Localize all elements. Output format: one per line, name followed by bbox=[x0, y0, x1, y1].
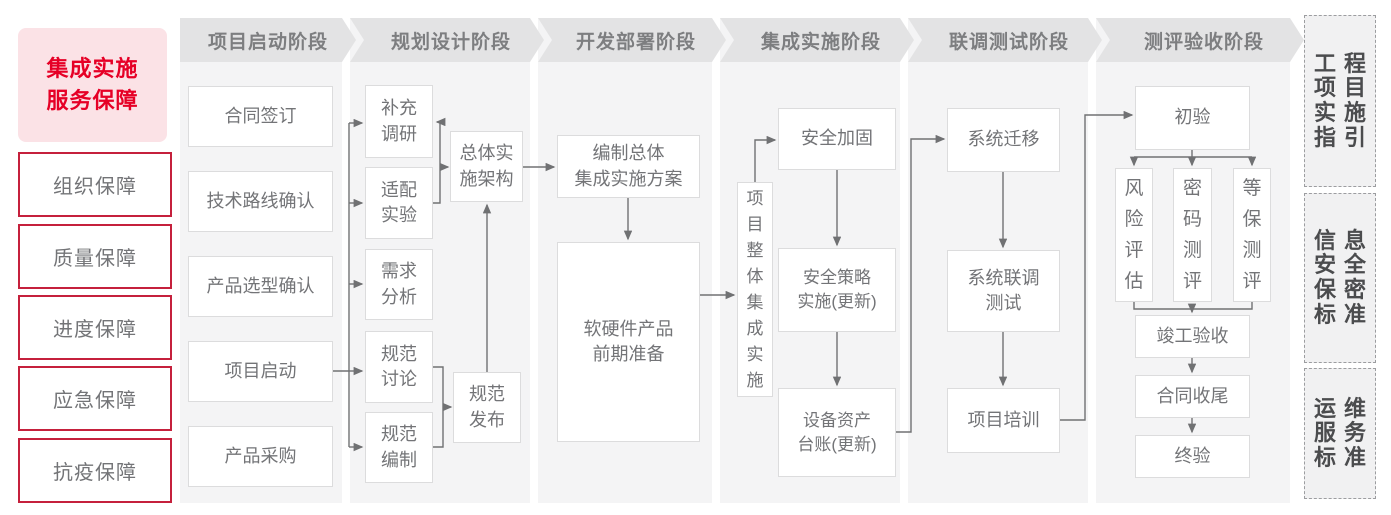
guarantee-item-quality: 质量保障 bbox=[18, 224, 172, 289]
standard-line: 实施 bbox=[1313, 100, 1374, 125]
vertical-text: 项目整体集成实施 bbox=[746, 188, 764, 390]
standard-line: 标准 bbox=[1313, 444, 1374, 470]
box-tech-route-confirm: 技术路线确认 bbox=[188, 171, 333, 232]
box-overall-implementation-architecture: 总体实 施架构 bbox=[450, 131, 523, 202]
box-risk-assessment: 风险评估 bbox=[1115, 168, 1153, 302]
diagram-title: 集成实施 服务保障 bbox=[18, 28, 167, 142]
box-product-selection-confirm: 产品选型确认 bbox=[188, 256, 333, 317]
phase-header-planning: 规划设计阶段 bbox=[350, 18, 544, 62]
box-supplementary-research: 补充 调研 bbox=[365, 85, 433, 158]
standard-line: 指引 bbox=[1313, 124, 1374, 150]
guarantee-item-epidemic: 抗疫保障 bbox=[18, 438, 172, 503]
box-completion-acceptance: 竣工验收 bbox=[1135, 315, 1250, 358]
box-security-policy: 安全策略 实施(更新) bbox=[778, 248, 896, 332]
standard-line: 信息 bbox=[1313, 227, 1374, 253]
standard-line: 工程 bbox=[1313, 50, 1374, 76]
vertical-text: 风险评估 bbox=[1124, 178, 1144, 292]
vertical-text: 密码测评 bbox=[1182, 178, 1202, 292]
standard-line: 运维 bbox=[1313, 395, 1374, 421]
box-product-procurement: 产品采购 bbox=[188, 426, 333, 487]
guarantee-item-schedule: 进度保障 bbox=[18, 295, 172, 360]
standard-line: 服务 bbox=[1313, 420, 1374, 446]
phase-header-acceptance: 测评验收阶段 bbox=[1096, 18, 1304, 62]
box-project-training: 项目培训 bbox=[947, 388, 1060, 453]
standard-line: 标准 bbox=[1313, 301, 1374, 327]
box-security-hardening: 安全加固 bbox=[778, 108, 896, 170]
box-classified-protection-evaluation: 等保测评 bbox=[1233, 168, 1271, 302]
standard-line: 安全 bbox=[1313, 252, 1374, 278]
standard-line: 保密 bbox=[1313, 277, 1374, 302]
box-project-kickoff: 项目启动 bbox=[188, 341, 333, 402]
box-overall-integration-plan: 编制总体 集成实施方案 bbox=[557, 135, 700, 198]
box-asset-ledger: 设备资产 台账(更新) bbox=[778, 388, 896, 477]
standard-line: 项目 bbox=[1313, 75, 1374, 101]
vertical-text: 等保测评 bbox=[1242, 178, 1262, 292]
box-hw-sw-preparation: 软硬件产品 前期准备 bbox=[557, 242, 700, 442]
box-spec-drafting: 规范 编制 bbox=[365, 412, 433, 483]
guarantee-item-organization: 组织保障 bbox=[18, 152, 172, 217]
box-joint-debugging-test: 系统联调 测试 bbox=[947, 250, 1060, 332]
box-spec-release: 规范 发布 bbox=[453, 372, 521, 443]
standard-project-implementation-guide: 工程 项目 实施 指引 bbox=[1304, 15, 1376, 187]
box-preliminary-acceptance: 初验 bbox=[1135, 86, 1250, 150]
box-contract-closure: 合同收尾 bbox=[1135, 375, 1250, 418]
standard-information-security: 信息 安全 保密 标准 bbox=[1304, 193, 1376, 363]
box-crypto-evaluation: 密码测评 bbox=[1173, 168, 1212, 302]
box-spec-discussion: 规范 讨论 bbox=[365, 331, 433, 403]
box-adaptation-test: 适配 实验 bbox=[365, 167, 433, 239]
box-final-acceptance: 终验 bbox=[1135, 435, 1250, 478]
box-requirement-analysis: 需求 分析 bbox=[365, 249, 433, 320]
phase-header-testing: 联调测试阶段 bbox=[908, 18, 1102, 62]
phase-header-integration: 集成实施阶段 bbox=[720, 18, 914, 62]
guarantee-item-emergency: 应急保障 bbox=[18, 366, 172, 431]
box-contract-signing: 合同签订 bbox=[188, 86, 333, 147]
box-project-overall-integration: 项目整体集成实施 bbox=[737, 182, 773, 397]
box-system-migration: 系统迁移 bbox=[947, 108, 1060, 172]
standard-operation-maintenance-service: 运维 服务 标准 bbox=[1304, 368, 1376, 499]
phase-header-development: 开发部署阶段 bbox=[538, 18, 726, 62]
phase-header-kickoff: 项目启动阶段 bbox=[180, 18, 356, 62]
